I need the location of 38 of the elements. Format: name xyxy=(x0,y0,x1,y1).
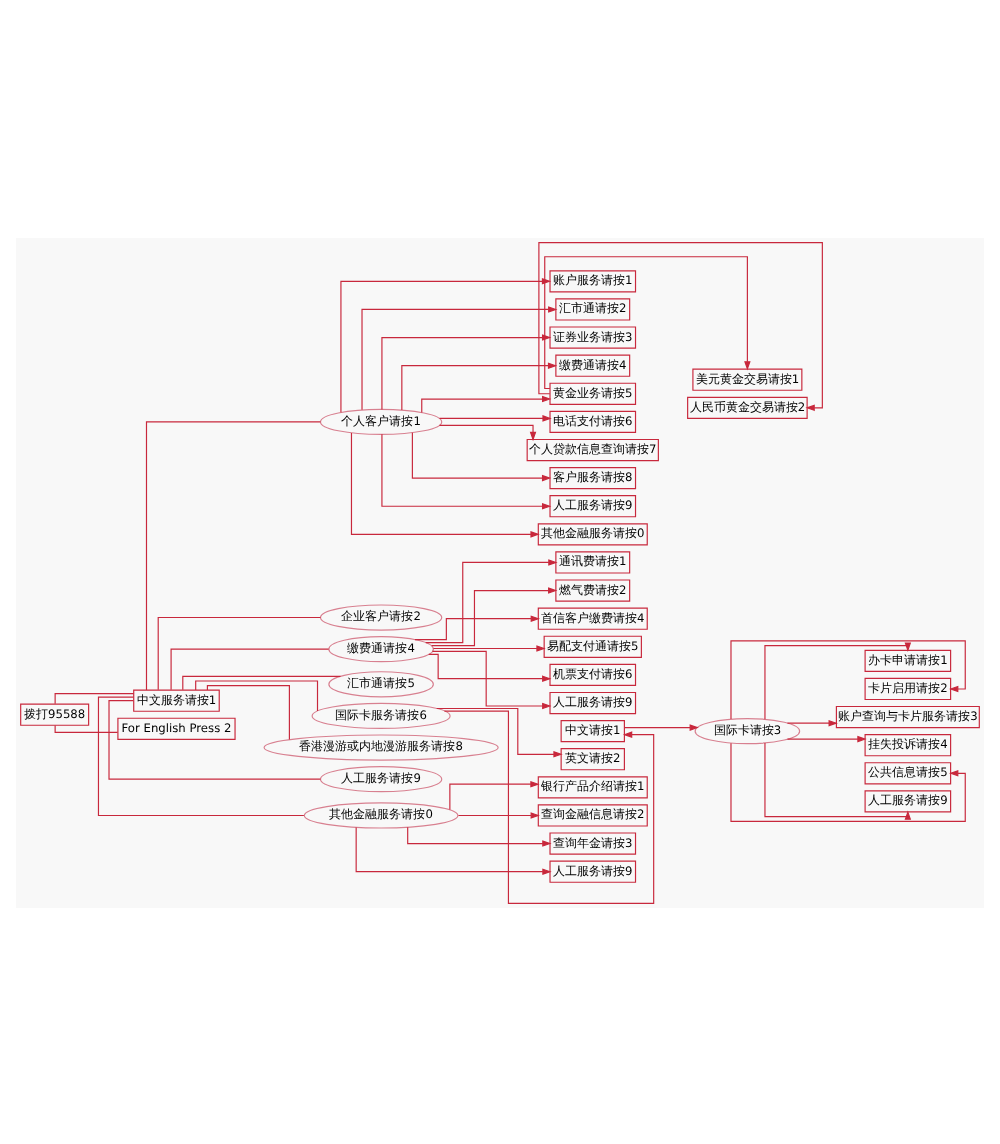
arrow xyxy=(350,431,540,537)
arrow xyxy=(438,414,552,421)
arrow xyxy=(355,825,552,874)
arrow xyxy=(401,361,558,410)
connector xyxy=(97,695,305,816)
arrow xyxy=(361,305,558,410)
arrow xyxy=(414,614,541,640)
arrow xyxy=(438,423,537,441)
arrow xyxy=(381,333,552,410)
connector xyxy=(145,420,321,690)
arrow xyxy=(623,723,699,730)
arrow xyxy=(411,431,552,481)
arrow xyxy=(407,825,552,846)
connector xyxy=(157,615,322,690)
arrow xyxy=(381,432,552,509)
arrow xyxy=(421,394,552,413)
arrow xyxy=(436,706,563,757)
connector xyxy=(182,674,342,690)
arrow xyxy=(432,644,546,651)
arrow xyxy=(730,639,966,719)
arrow xyxy=(764,641,912,719)
arrow xyxy=(457,811,540,818)
arrow xyxy=(764,741,912,819)
connector xyxy=(170,647,330,690)
connector xyxy=(108,699,321,779)
connector xyxy=(195,679,319,711)
connector xyxy=(206,683,290,739)
arrow xyxy=(431,649,552,709)
arrow xyxy=(425,558,558,643)
arrow xyxy=(428,652,552,681)
arrow xyxy=(730,741,966,821)
connector xyxy=(54,723,119,732)
connector xyxy=(54,692,135,704)
arrow xyxy=(544,255,751,389)
arrow xyxy=(786,734,867,742)
arrow xyxy=(786,718,838,726)
arrow xyxy=(431,586,558,646)
arrow xyxy=(449,779,540,809)
